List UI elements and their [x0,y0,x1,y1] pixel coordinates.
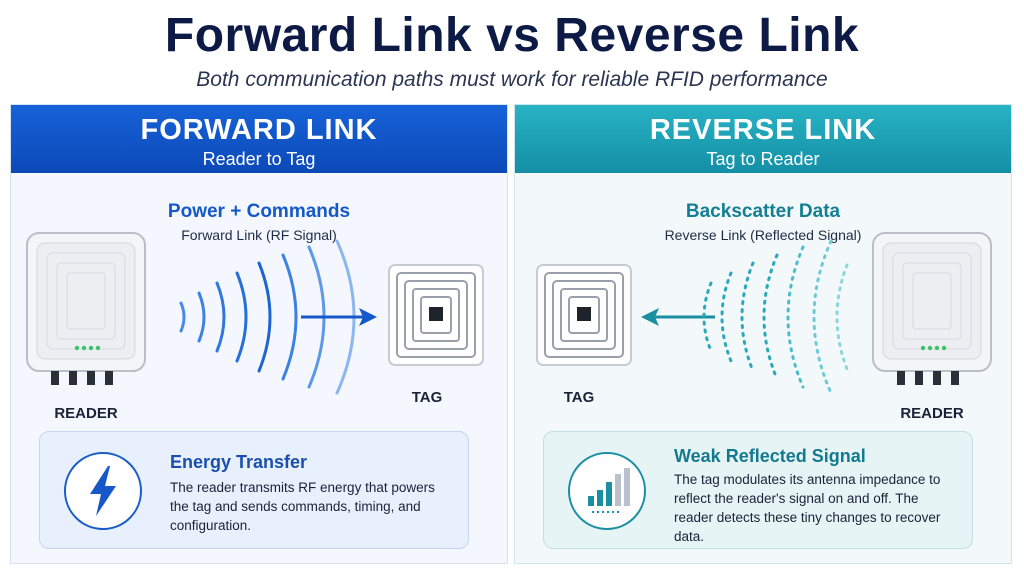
reverse-flow-title: Backscatter Data [685,201,841,222]
forward-link-illustration [26,232,484,395]
signal-bars-icon [568,452,646,530]
forward-flow-title: Power + Commands [167,201,351,222]
forward-reader-label: READER [54,405,118,422]
forward-flow-subtitle: Forward Link (RF Signal) [181,227,337,243]
weak-reflected-signal-text: The tag modulates its antenna impedance … [674,472,941,544]
reverse-link-heading: REVERSE LINK [649,114,877,146]
reverse-link-illustration [536,232,992,395]
forward-arrow-icon [301,308,377,326]
reverse-flow-subtitle: Reverse Link (Reflected Signal) [664,227,862,243]
energy-transfer-card: Energy Transfer The reader transmits RF … [39,431,469,549]
page-subtitle: Both communication paths must work for r… [196,68,828,91]
rfid-reader-icon [26,232,146,385]
reverse-link-panel: REVERSE LINK Tag to Reader Backscatter D… [514,104,1012,564]
energy-transfer-title: Energy Transfer [170,452,308,472]
rfid-reader-icon [872,232,992,385]
forward-link-heading: FORWARD LINK [140,114,378,146]
energy-transfer-text: The reader transmits RF energy that powe… [170,480,435,533]
reverse-reader-label: READER [900,405,964,422]
reverse-link-banner: REVERSE LINK Tag to Reader [515,105,1011,173]
weak-reflected-signal-title: Weak Reflected Signal [674,446,866,466]
reverse-link-direction: Tag to Reader [706,149,820,169]
forward-link-panel: FORWARD LINK Reader to Tag Power + Comma… [10,104,508,564]
rfid-tag-icon [536,264,632,366]
rfid-tag-icon [388,264,484,366]
forward-link-direction: Reader to Tag [202,149,316,169]
lightning-bolt-icon [64,452,142,530]
page-title: Forward Link vs Reverse Link [164,9,860,62]
forward-link-banner: FORWARD LINK Reader to Tag [11,105,507,173]
weak-reflected-signal-card: Weak Reflected Signal The tag modulates … [543,431,973,549]
backscatter-waves-icon [702,239,849,395]
forward-tag-label: TAG [411,389,443,406]
reverse-tag-label: TAG [563,389,595,406]
